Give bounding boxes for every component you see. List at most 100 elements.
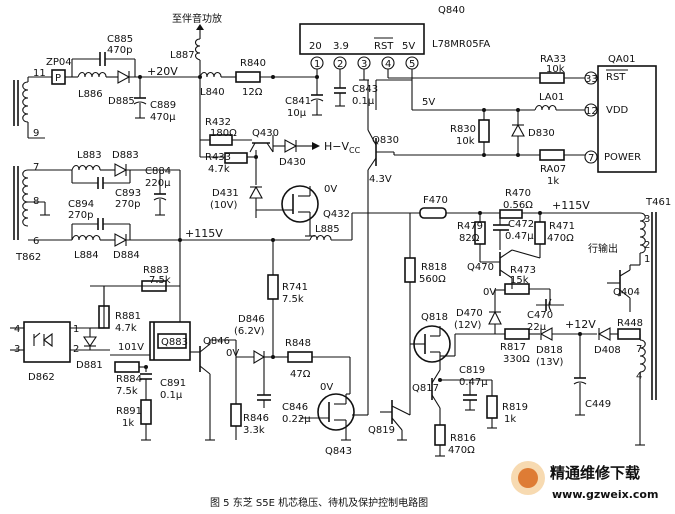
q843-label: Q843 — [325, 446, 352, 457]
r473-label: R473 — [510, 265, 536, 276]
q846-block: R741 7.5k Q846 0V D846 (6.2V) R848 47Ω R… — [199, 240, 368, 457]
h-output-label: 行输出 — [588, 242, 618, 255]
qa01-vdd: VDD — [606, 105, 629, 116]
r448-label: R448 — [617, 318, 643, 329]
d408-label: D408 — [594, 345, 621, 356]
d431-label: D431 — [212, 188, 239, 199]
v5-label: 5V — [422, 97, 435, 108]
c889-value: 470μ — [150, 112, 176, 123]
v0a-label: 0V — [324, 184, 337, 195]
c470-value: 22μ — [527, 322, 547, 333]
r819-label: R819 — [502, 402, 528, 413]
qa01-pin33: 33 — [585, 74, 598, 85]
v115-label: +115V — [185, 227, 223, 240]
zp04-p: P — [55, 73, 61, 84]
v0b-label: 0V — [226, 348, 239, 359]
ra07-value: 1k — [547, 176, 559, 187]
q840-part: L78MR05FA — [432, 39, 490, 50]
r884-label: R884 — [116, 374, 142, 385]
r470-label: R470 — [505, 188, 531, 199]
t461-pin7: 7 — [636, 344, 642, 355]
c884-label: C884 — [145, 166, 171, 177]
watermark-logo: 精通维修下载 www.gzweix.com — [511, 461, 658, 501]
c885-label: C885 — [107, 34, 133, 45]
q840-pin-20: 20 — [309, 41, 322, 52]
q840-pin4: 4 — [385, 59, 391, 70]
q840-pin3: 3 — [361, 59, 367, 70]
qa01-power: POWER — [604, 152, 641, 163]
r891-label: R891 — [116, 406, 142, 417]
q840-pin5: 5 — [409, 59, 415, 70]
r891-value: 1k — [122, 418, 134, 429]
q830-label: Q830 — [372, 135, 399, 146]
qa01-pin7: 7 — [588, 153, 594, 164]
l886-label: L886 — [78, 89, 103, 100]
q840-ref: Q840 — [438, 5, 465, 16]
q817-label: Q817 — [412, 383, 439, 394]
r432-value: 180Ω — [210, 128, 237, 139]
transformer-top: 11 9 P ZP04 L886 D885 C885 470p C889 470… — [13, 12, 319, 139]
r883-value: 7.5k — [149, 275, 171, 286]
r479-label: R479 — [457, 221, 483, 232]
pin-7: 7 — [33, 162, 39, 173]
hvcc-label: H−VCC — [324, 140, 361, 155]
c889-label: C889 — [150, 100, 176, 111]
r881-value: 4.7k — [115, 323, 137, 334]
q404-label: Q404 — [613, 287, 640, 298]
d470-value: (12V) — [454, 320, 481, 331]
r883-label: R883 — [143, 265, 169, 276]
protect-block: R818 560Ω 0V D470 (12V) C470 22μ +12V R8… — [368, 213, 643, 457]
v20-label: +20V — [147, 65, 178, 78]
opto-d862: D862 4 3 1 2 D881 — [10, 286, 110, 383]
q432-label: Q432 — [323, 209, 350, 220]
r470-value: 0.56Ω — [503, 200, 533, 211]
t461-pin3: 3 — [644, 214, 650, 225]
q430-block: R432 180Ω Q430 R433 4.7k D430 H−VCC D431… — [199, 77, 361, 218]
t461-label: T461 — [645, 197, 671, 208]
r884-value: 7.5k — [116, 386, 138, 397]
d846-value: (6.2V) — [234, 326, 265, 337]
qa01-rst: RST — [606, 72, 626, 83]
r471-value: 470Ω — [547, 233, 574, 244]
r848-label: R848 — [285, 338, 311, 349]
q830: Q830 4.3V — [367, 79, 412, 415]
d846-label: D846 — [238, 314, 265, 325]
c841-label: C841 — [285, 96, 311, 107]
r817-label: R817 — [500, 342, 526, 353]
d818-label: D818 — [536, 345, 563, 356]
r846-value: 3.3k — [243, 425, 265, 436]
l887-label: L887 — [170, 50, 195, 61]
c894-label: C894 — [68, 199, 94, 210]
c472-value: 0.47μ — [505, 231, 534, 242]
r830-label: R830 — [450, 124, 476, 135]
v0d-label: 0V — [483, 287, 496, 298]
t461-pin4: 4 — [636, 371, 642, 382]
rst-5v-lines: RA33 10k 5V LA01 R830 10k D830 RA07 1k — [387, 54, 585, 187]
watermark-url: www.gzweix.com — [552, 488, 658, 501]
v43-label: 4.3V — [369, 174, 392, 185]
c846-label: C846 — [282, 402, 308, 413]
l885-label: L885 — [315, 224, 340, 235]
ra33-value: 10k — [546, 64, 565, 75]
r881-label: R881 — [115, 311, 141, 322]
q819-label: Q819 — [368, 425, 395, 436]
regulator-q840: Q840 L78MR05FA 20 3.9 RST 5V 1 2 3 4 5 — [299, 5, 490, 70]
c449-label: C449 — [585, 399, 611, 410]
c472-label: C472 — [508, 219, 534, 230]
v101-label: 101V — [118, 342, 144, 353]
r818-value: 560Ω — [419, 274, 446, 285]
r818-label: R818 — [421, 262, 447, 273]
r848-value: 47Ω — [290, 369, 311, 380]
q470-label: Q470 — [467, 262, 494, 273]
c894-value: 270p — [68, 210, 93, 221]
v12-label: +12V — [565, 318, 596, 331]
r830-value: 10k — [456, 136, 475, 147]
t461-pin1: 1 — [644, 254, 650, 265]
r816-label: R816 — [450, 433, 476, 444]
transformer-t862: 7 8 6 T862 L883 D883 C893 270p C884 220μ — [13, 150, 420, 263]
c841-c843: C841 10μ C843 0.1μ — [285, 69, 378, 119]
r817-value: 330Ω — [503, 354, 530, 365]
d885-label: D885 — [108, 96, 135, 107]
c893-value: 270p — [115, 199, 140, 210]
q430-label: Q430 — [252, 128, 279, 139]
